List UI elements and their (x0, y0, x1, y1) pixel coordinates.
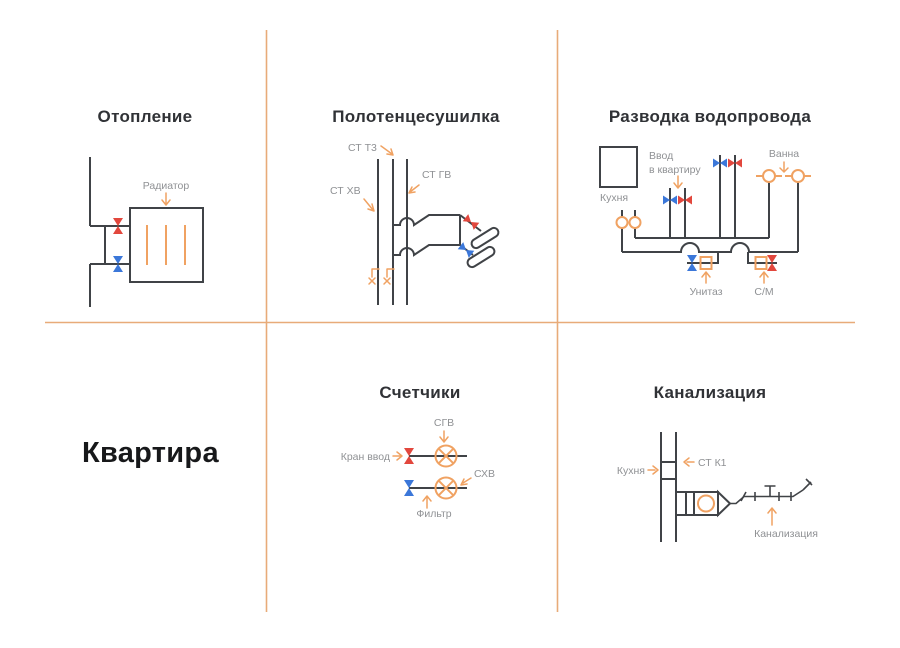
sewer-title: Канализация (654, 383, 767, 402)
valve-red-icon (462, 214, 480, 230)
meters-title: Счетчики (379, 383, 460, 402)
arrow-right-icon (392, 451, 403, 461)
heating-panel: Отопление Радиатор (89, 107, 204, 307)
manifold-bottom-with-bridges (622, 242, 798, 253)
arrow-up-icon (767, 507, 777, 526)
valve-blue-icon (663, 195, 677, 205)
sewer-stack-pipe (660, 432, 677, 542)
arrow-icon (380, 145, 394, 156)
arrow-icon (460, 477, 472, 486)
inlet-label-line1: Ввод (649, 150, 673, 162)
tap-icon (628, 216, 642, 229)
mixer-tap-icon (762, 169, 776, 183)
arrow-down-icon (673, 175, 683, 189)
valve-red-icon (728, 158, 742, 168)
arrow-right-icon (647, 465, 659, 475)
tee-outlet-cone (717, 489, 732, 518)
toilet-label: Унитаз (689, 286, 722, 298)
kitchen-box (599, 146, 638, 188)
bath-label: Ванна (769, 148, 799, 160)
drain-line-ticks (740, 491, 792, 502)
arrow-up-icon (701, 271, 711, 284)
towel-dryer-panel: Полотенцесушилка СТ Т3 СТ ХВ СТ ГВ (330, 107, 500, 305)
heating-riser-pipe (89, 157, 130, 307)
radiator-label: Радиатор (143, 180, 190, 192)
tap-icon (615, 216, 629, 229)
cleanout-icon (697, 494, 715, 513)
drain-end-fitting (802, 478, 813, 491)
valve-red-icon (767, 255, 777, 271)
valve-red-icon (113, 218, 123, 234)
water-vertical-pipes (621, 155, 799, 252)
riser-hot-label: СТ ГВ (422, 169, 451, 181)
riser-t3-label: СТ Т3 (348, 142, 377, 154)
sewer-kitchen-label: Кухня (617, 465, 645, 477)
arrow-icon (363, 198, 375, 212)
riser-pipes (377, 159, 408, 305)
inspection-tee-dividers (685, 492, 695, 515)
meter-icon (434, 444, 458, 468)
cold-meter-label: СХВ (474, 468, 495, 480)
arrow-down-icon (161, 192, 171, 206)
valve-red-icon (404, 448, 414, 464)
sewer-riser-label: СТ К1 (698, 457, 727, 469)
radiator-sections-icon (146, 225, 186, 265)
fitting-box-icon (699, 256, 713, 270)
heating-title: Отопление (98, 107, 193, 126)
water-title: Разводка водопровода (609, 107, 812, 126)
hot-meter-label: СГВ (434, 417, 454, 429)
towel-bar-icon (466, 245, 496, 269)
towel-bar-icon (470, 226, 500, 250)
sewerage-panel: Канализация Кухня СТ К1 Канализация (617, 383, 818, 542)
valve-red-icon (678, 195, 692, 205)
valve-blue-icon (404, 480, 414, 496)
drain-line (730, 489, 804, 505)
meter-icon (434, 476, 458, 500)
valve-blue-icon (457, 242, 475, 258)
valve-blue-icon (687, 255, 697, 271)
arrow-icon (408, 184, 420, 194)
towel-branch-top (393, 214, 460, 227)
arrow-down-icon (439, 430, 449, 443)
apartment-title: Квартира (82, 437, 219, 469)
washer-label: С/М (754, 286, 773, 298)
apartment-panel: Квартира (82, 437, 219, 469)
toilet-branch-pipe (687, 252, 719, 264)
grid-dividers (45, 30, 855, 612)
filter-label: Фильтр (416, 508, 451, 520)
inlet-label-line2: в квартиру (649, 164, 701, 176)
arrow-up-icon (422, 495, 432, 509)
mixer-tap-icon (791, 169, 805, 183)
arrow-left-icon (683, 457, 695, 467)
inlet-valve-label: Кран ввод (341, 451, 390, 463)
riser-cold-label: СТ ХВ (330, 185, 361, 197)
valve-blue-icon (713, 158, 727, 168)
water-distribution-panel: Разводка водопровода Кухня Ввод в кварти… (599, 107, 812, 298)
sewer-drain-label: Канализация (754, 528, 818, 540)
arrow-down-icon (779, 161, 789, 173)
meters-panel: Счетчики СГВ Кран ввод СХВ Фильтр (341, 383, 495, 520)
arrow-up-icon (759, 271, 769, 284)
towel-title: Полотенцесушилка (332, 107, 500, 126)
towel-branch-bottom (393, 244, 460, 257)
vent-tee-icon (764, 485, 776, 497)
kitchen-label: Кухня (600, 192, 628, 204)
pipe-continuation-icon (368, 268, 380, 285)
valve-blue-icon (113, 256, 123, 272)
pipe-continuation-icon (383, 268, 395, 285)
fitting-box-icon (754, 256, 768, 270)
